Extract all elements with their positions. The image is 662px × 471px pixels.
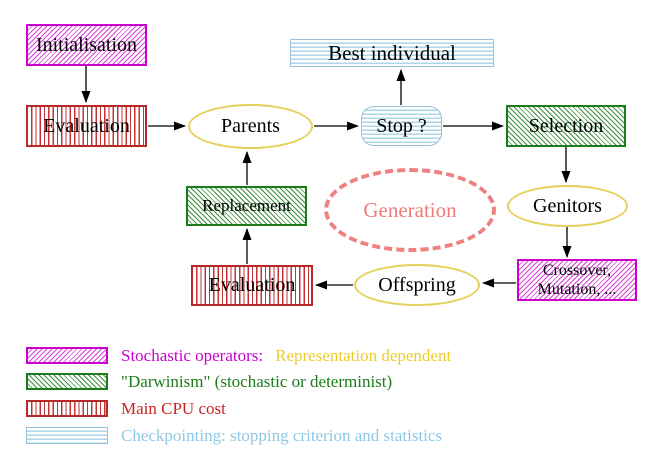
legend-swatch-cpu-cost xyxy=(26,400,108,417)
node-best-individual: Best individual xyxy=(290,39,494,67)
node-evaluation-bottom-label: Evaluation xyxy=(208,274,296,296)
legend-swatch-checkpointing xyxy=(26,427,108,444)
legend-row-darwinism: "Darwinism" (stochastic or determinist) xyxy=(26,371,393,391)
node-genitors: Genitors xyxy=(507,185,628,227)
node-selection: Selection xyxy=(506,105,626,147)
node-offspring-label: Offspring xyxy=(378,273,456,296)
legend-swatch-stochastic-operators xyxy=(26,347,108,364)
node-crossover-label-line1: Crossover, xyxy=(542,261,612,279)
legend-label-cpu-cost: Main CPU cost xyxy=(121,398,226,418)
node-initialisation: Initialisation xyxy=(26,24,147,66)
node-selection-label: Selection xyxy=(528,114,604,137)
legend-row-cpu-cost: Main CPU cost xyxy=(26,398,226,418)
legend-row-stochastic: Stochastic operators: Representation dep… xyxy=(26,345,452,365)
node-parents: Parents xyxy=(188,104,313,149)
node-evaluation-top: Evaluation xyxy=(26,105,147,147)
legend-label-stochastic-operators: Stochastic operators: xyxy=(121,345,264,365)
node-offspring: Offspring xyxy=(354,264,480,306)
node-evaluation-bottom: Evaluation xyxy=(191,265,313,306)
node-stop: Stop ? xyxy=(361,106,442,146)
legend-row-checkpointing: Checkpointing: stopping criterion and st… xyxy=(26,425,443,445)
node-best-individual-label: Best individual xyxy=(328,40,456,65)
node-stop-label: Stop ? xyxy=(376,114,427,137)
node-replacement-label: Replacement xyxy=(202,196,291,216)
node-crossover-mutation: Crossover, Mutation, ... xyxy=(517,259,637,301)
node-initialisation-label: Initialisation xyxy=(35,33,138,56)
node-generation-label: Generation xyxy=(363,197,457,222)
legend-label-darwinism: "Darwinism" (stochastic or determinist) xyxy=(121,371,393,391)
node-crossover-label-line2: Mutation, ... xyxy=(537,281,617,298)
node-evaluation-top-label: Evaluation xyxy=(43,114,130,137)
legend-swatch-darwinism xyxy=(26,373,108,390)
node-replacement: Replacement xyxy=(186,186,307,226)
node-parents-label: Parents xyxy=(221,115,280,137)
node-generation: Generation xyxy=(324,168,496,252)
legend-label-representation-dependent: Representation dependent xyxy=(275,345,452,365)
node-genitors-label: Genitors xyxy=(533,194,602,217)
legend-label-checkpointing: Checkpointing: stopping criterion and st… xyxy=(121,425,443,445)
